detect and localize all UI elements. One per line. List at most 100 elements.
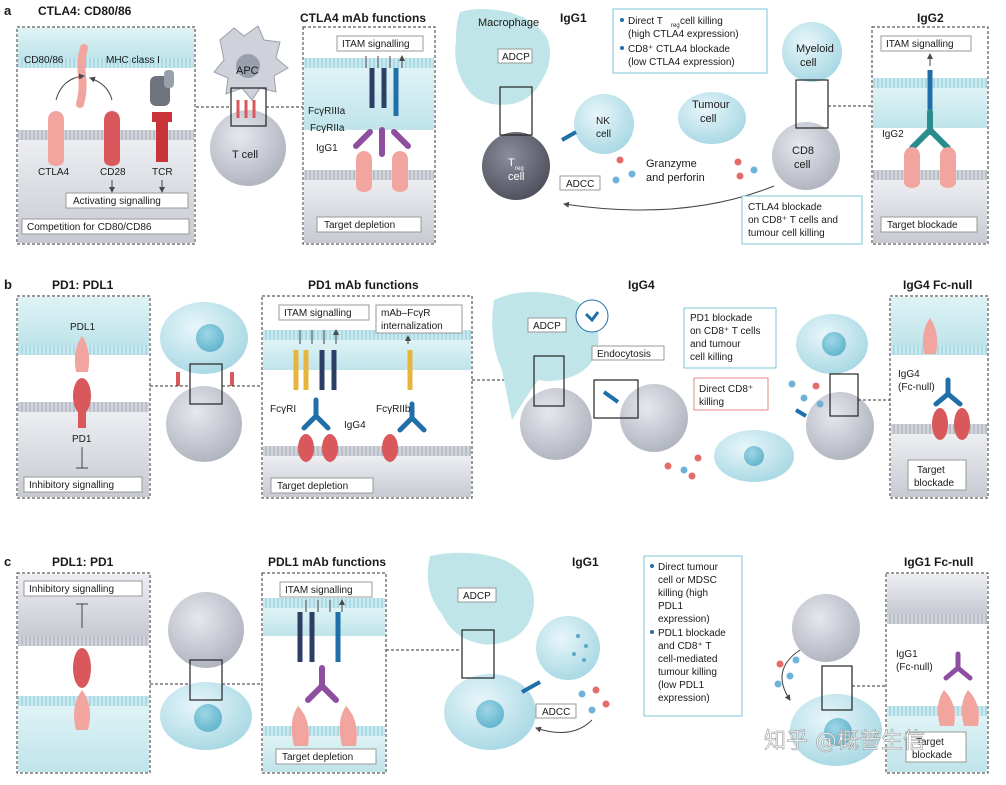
pd1-mab-box: PD1 mAb functions ITAM signalling mAb–Fc… xyxy=(261,278,534,499)
bullet1-l2: (high CTLA4 expression) xyxy=(628,29,739,40)
label-tumour: Tumour xyxy=(692,99,730,111)
pd1-blockade-l3: and tumour xyxy=(690,339,741,350)
panel-a-title: CTLA4: CD80/86 xyxy=(38,4,132,18)
direct-cd8-l1: Direct CD8⁺ xyxy=(699,384,753,395)
watermark-text: 知乎 @概普生信 xyxy=(764,729,925,754)
direct-cd8-l2: killing xyxy=(699,397,724,408)
label-nk-cell: cell xyxy=(596,129,611,140)
label-ctla4: CTLA4 xyxy=(38,167,70,178)
pdl1-b2-l5: (low PDL1 xyxy=(658,680,705,691)
pdl1-cells-illustration-c xyxy=(150,592,262,750)
igg1-antibody-a xyxy=(353,127,411,157)
pdl1-ligand-c xyxy=(74,690,90,730)
cd8-cell-a xyxy=(772,122,840,190)
label-granzyme: Granzyme xyxy=(646,158,697,170)
igg2-antibody xyxy=(909,109,951,151)
igg1-fcnull-title: IgG1 Fc-null xyxy=(904,555,973,569)
label-itam-signalling-a: ITAM signalling xyxy=(342,39,410,50)
pdl1-b1-l5: expression) xyxy=(658,614,710,625)
label-igg4-b: IgG4 xyxy=(344,420,366,431)
bullet1-l1a: Direct T xyxy=(628,16,663,27)
tcell-c3 xyxy=(792,594,860,662)
label-treg-sub: reg xyxy=(515,166,524,172)
label-cd8: CD8 xyxy=(792,145,814,157)
label-cd28: CD28 xyxy=(100,167,126,178)
panel-a: a CTLA4: CD80/86 CD80/86 MHC class I CTL… xyxy=(4,3,989,245)
igg1-title-a: IgG1 xyxy=(560,11,587,25)
pd1-blockade-l4: cell killing xyxy=(690,352,733,363)
label-myeloid: Myeloid xyxy=(796,43,834,55)
label-target-b-l2: blockade xyxy=(914,478,954,489)
label-pd1-b: PD1 xyxy=(72,434,92,445)
ctla4-blockade-l1: CTLA4 blockade xyxy=(748,202,822,213)
label-nk: NK xyxy=(596,116,610,127)
label-fcgr3a: FcγRIIIa xyxy=(308,106,346,117)
label-target-b-l1: Target xyxy=(917,465,945,476)
pdl1-b1-l3: killing (high xyxy=(658,588,708,599)
panel-letter-c: c xyxy=(4,554,11,569)
pd1-cells-illustration-b xyxy=(150,302,262,462)
label-adcp-a: ADCP xyxy=(502,52,530,63)
label-adcc-c: ADCC xyxy=(542,707,570,718)
label-igg1-fcnull-l1: IgG1 xyxy=(896,649,918,660)
label-target-depletion-a: Target depletion xyxy=(324,220,395,231)
tcr-receptor xyxy=(152,112,172,162)
panel-letter-b: b xyxy=(4,277,12,292)
myeloid-cell-a xyxy=(782,22,842,82)
released-antibodies-b xyxy=(788,380,824,418)
label-target-depletion-b: Target depletion xyxy=(277,481,348,492)
igg2-title: IgG2 xyxy=(917,11,944,25)
igg4-fcnull-title: IgG4 Fc-null xyxy=(903,278,972,292)
label-tcell: T cell xyxy=(232,149,258,161)
ctla4-mab-title: CTLA4 mAb functions xyxy=(300,11,426,25)
label-target-c-l1: Target xyxy=(916,737,944,748)
label-macrophage: Macrophage xyxy=(478,17,539,29)
granzyme-dots-b xyxy=(664,454,702,480)
igg4-antibody-b xyxy=(301,397,331,431)
label-internalization-l1: mAb–FcγR xyxy=(381,308,430,319)
label-adcp-b: ADCP xyxy=(533,321,561,332)
igg1-fcnull-box: IgG1 Fc-null IgG1 (Fc-null) Target block… xyxy=(885,555,989,774)
pdl1-pd1-box: Inhibitory signalling xyxy=(16,572,151,774)
endosome xyxy=(575,299,609,333)
label-adcp-c: ADCP xyxy=(463,591,491,602)
tcell-a xyxy=(210,110,286,186)
label-igg1-fcnull-l2: (Fc-null) xyxy=(896,662,933,673)
pdl1-mab-title: PDL1 mAb functions xyxy=(268,555,386,569)
panel-letter-a: a xyxy=(4,3,12,18)
label-fcgr1: FcγRI xyxy=(270,404,296,415)
label-treg: T xyxy=(508,157,515,169)
label-fcgr2b: FcγRIIb xyxy=(376,404,411,415)
label-treg-cell: cell xyxy=(508,171,525,183)
igg1-fcnull-antibody xyxy=(943,651,973,681)
label-itam-signalling-b: ITAM signalling xyxy=(284,308,352,319)
granzyme-dots-c xyxy=(578,686,610,714)
pd1-receptor-c xyxy=(73,648,91,688)
nk-granules-c xyxy=(572,634,588,662)
fcgr3a-receptor xyxy=(369,68,387,108)
nk-cell-a xyxy=(574,94,634,154)
pdl1-mab-box: PDL1 mAb functions ITAM signalling Targe… xyxy=(261,555,460,774)
label-cd8-cell: cell xyxy=(794,159,811,171)
label-internalization-l2: internalization xyxy=(381,321,443,332)
pd1-blockade-box xyxy=(683,307,777,369)
pdl1-b1-l2: cell or MDSC xyxy=(658,575,717,586)
pdl1-igg1-scene: IgG1 ADCP ADCC Direct tumour cell or MDS… xyxy=(427,552,886,766)
pd1-blockade-l2: on CD8⁺ T cells xyxy=(690,326,761,337)
tumour-cell-a xyxy=(678,92,746,144)
pd1-mab-title: PD1 mAb functions xyxy=(308,278,419,292)
tcell-b xyxy=(166,386,242,462)
panel-c-title: PDL1: PD1 xyxy=(52,555,114,569)
label-activating-signalling: Activating signalling xyxy=(73,196,161,207)
ctla4-igg1-scene: Macrophage IgG1 ADCP T reg cell NK cell … xyxy=(455,8,872,245)
label-inhibitory-c: Inhibitory signalling xyxy=(29,584,114,595)
pdl1-ligand-b xyxy=(74,336,90,372)
label-inhibitory-b: Inhibitory signalling xyxy=(29,480,114,491)
igg4-fcnull-antibody xyxy=(933,377,963,407)
label-cd80-86: CD80/86 xyxy=(24,55,64,66)
panel-c: c PDL1: PD1 Inhibitory signalling PDL1 m… xyxy=(4,552,989,774)
label-itam-signalling-c: ITAM signalling xyxy=(285,585,353,596)
pdl1-b2-l3: cell-mediated xyxy=(658,654,717,665)
pdl1-b1-l1: Direct tumour xyxy=(658,562,719,573)
